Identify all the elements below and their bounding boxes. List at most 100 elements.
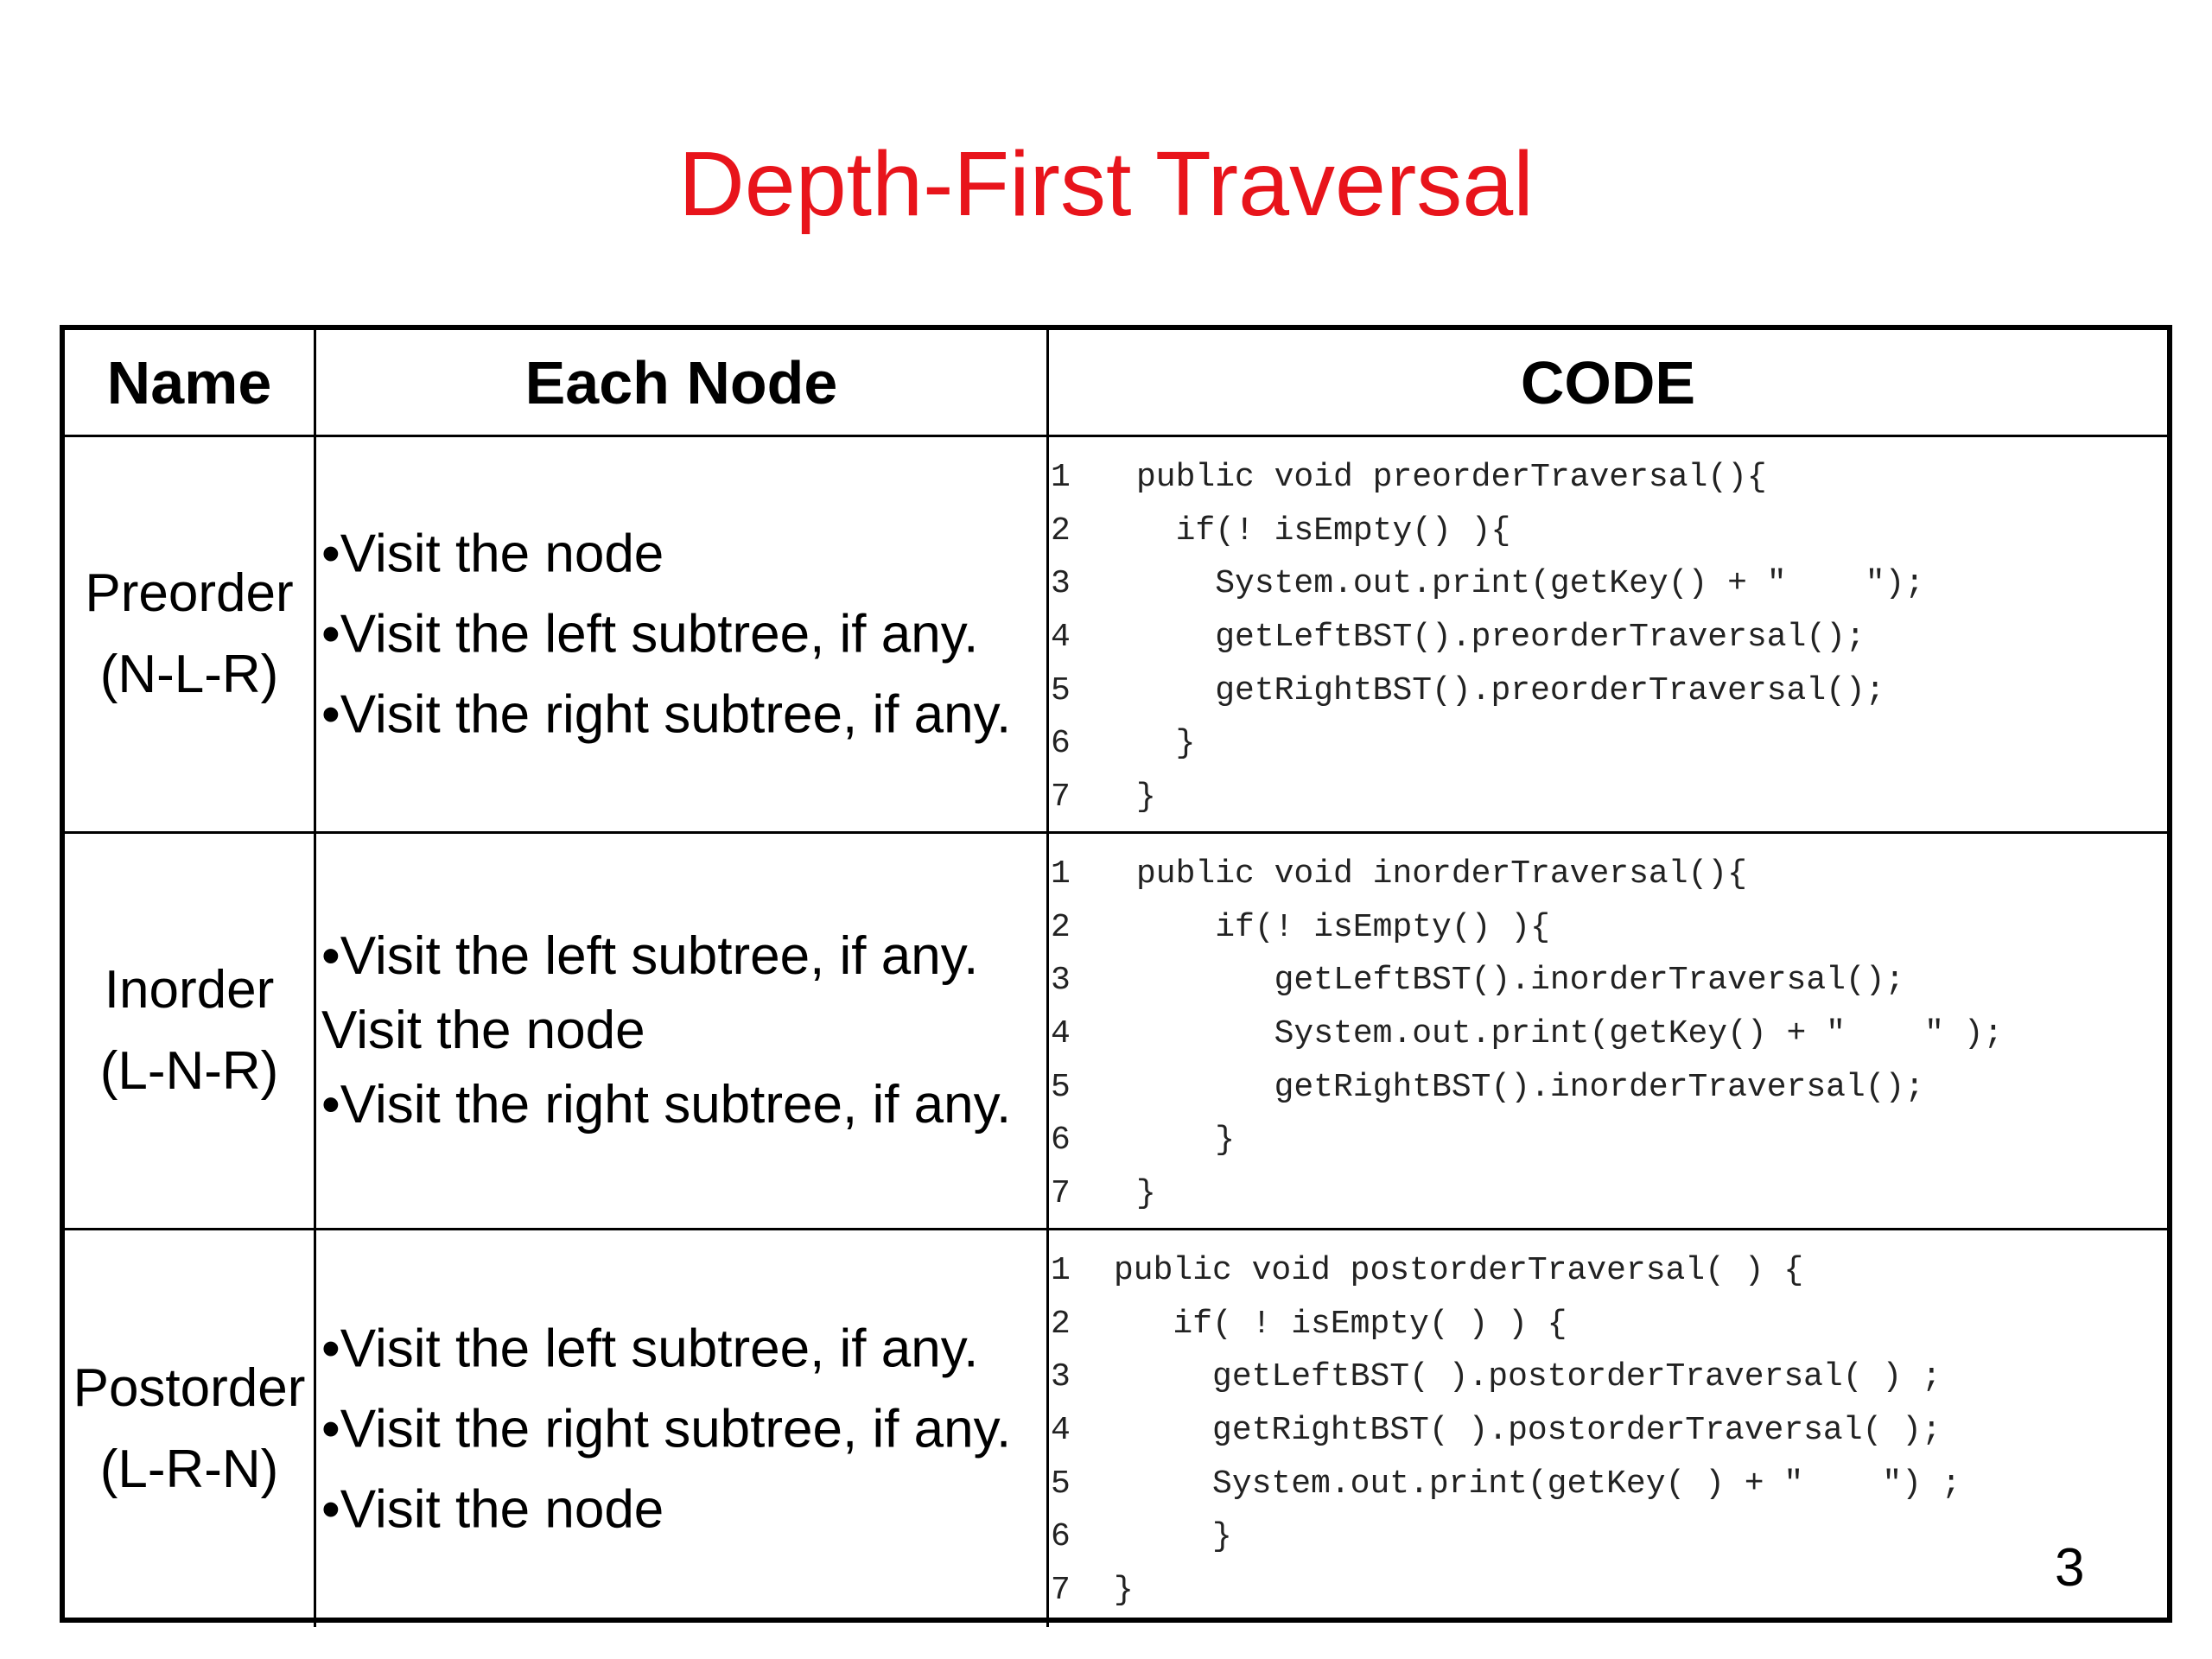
- code-line: 3 getLeftBST().inorderTraversal();: [1049, 954, 2167, 1007]
- traversal-name: Preorder: [85, 563, 294, 623]
- code-text: public void inorderTraversal(){: [1136, 855, 1747, 893]
- step-item: •Visit the right subtree, if any.: [321, 1399, 1012, 1459]
- code-text: System.out.print(getKey( ) + " ") ;: [1114, 1465, 1961, 1503]
- code-line: 6 }: [1049, 1510, 2167, 1564]
- code-text: getRightBST( ).postorderTraversal( );: [1114, 1412, 1942, 1450]
- code-text: if( ! isEmpty( ) ) {: [1114, 1305, 1567, 1343]
- code-text: getLeftBST().preorderTraversal();: [1136, 619, 1866, 657]
- line-number: 3: [1051, 565, 1071, 603]
- code-line: 2 if( ! isEmpty( ) ) {: [1049, 1298, 2167, 1351]
- step-item: •Visit the right subtree, if any.: [321, 1075, 1012, 1135]
- code-block: 1 public void preorderTraversal(){ 2 if(!…: [1049, 451, 2167, 824]
- name-cell: Postorder (L-R-N): [65, 1230, 316, 1627]
- code-line: 7}: [1049, 1564, 2167, 1618]
- traversal-name: Postorder: [73, 1357, 306, 1418]
- code-line: 3 getLeftBST( ).postorderTraversal( ) ;: [1049, 1351, 2167, 1404]
- table-row: Preorder (N-L-R) •Visit the node •Visit …: [65, 437, 2167, 834]
- code-text: }: [1114, 1572, 1134, 1610]
- step-item: •Visit the left subtree, if any.: [321, 604, 979, 664]
- code-text: getLeftBST( ).postorderTraversal( ) ;: [1114, 1358, 1942, 1396]
- traversal-table: Name Each Node CODE Preorder (N-L-R) •Vi…: [60, 325, 2172, 1627]
- code-line: 1 public void inorderTraversal(){: [1049, 848, 2167, 901]
- code-line: 2 if(! isEmpty() ){: [1049, 505, 2167, 558]
- line-number: 5: [1051, 1465, 1071, 1503]
- code-line: 4 System.out.print(getKey() + " " );: [1049, 1007, 2167, 1061]
- code-line: 2 if(! isEmpty() ){: [1049, 901, 2167, 955]
- line-number: 6: [1051, 1122, 1071, 1160]
- each-node-cell: •Visit the left subtree, if any. •Visit …: [316, 1230, 1049, 1627]
- step-item: •Visit the node: [321, 1479, 664, 1539]
- code-block: 1 public void inorderTraversal(){ 2 if(! …: [1049, 848, 2167, 1221]
- code-line: 4 getLeftBST().preorderTraversal();: [1049, 611, 2167, 664]
- code-line: 5 getRightBST().inorderTraversal();: [1049, 1061, 2167, 1115]
- code-text: public void postorderTraversal( ) {: [1114, 1252, 1804, 1289]
- table-row: Postorder (L-R-N) •Visit the left subtre…: [65, 1230, 2167, 1627]
- line-number: 4: [1051, 619, 1071, 657]
- code-text: }: [1136, 1175, 1156, 1213]
- code-line: 3 System.out.print(getKey() + " ");: [1049, 557, 2167, 611]
- line-number: 7: [1051, 779, 1071, 817]
- code-line: 7}: [1049, 1167, 2167, 1221]
- step-item: •Visit the node: [321, 524, 664, 584]
- step-item: •Visit the right subtree, if any.: [321, 684, 1012, 745]
- line-number: 4: [1051, 1015, 1071, 1053]
- line-number: 6: [1051, 1518, 1071, 1556]
- code-text: }: [1136, 779, 1156, 817]
- code-line: 6 }: [1049, 1114, 2167, 1167]
- line-number: 4: [1051, 1412, 1071, 1450]
- traversal-order: (L-N-R): [99, 1041, 279, 1101]
- code-text: if(! isEmpty() ){: [1136, 908, 1550, 946]
- line-number: 2: [1051, 1305, 1071, 1343]
- line-number: 5: [1051, 1068, 1071, 1106]
- code-line: 1 public void preorderTraversal(){: [1049, 451, 2167, 505]
- code-text: }: [1136, 1122, 1236, 1160]
- line-number: 1: [1051, 459, 1071, 496]
- code-block: 1 public void postorderTraversal( ) { 2 i…: [1049, 1244, 2167, 1618]
- step-item: •Visit the left subtree, if any.: [321, 1319, 979, 1378]
- code-cell: 1 public void inorderTraversal(){ 2 if(! …: [1049, 834, 2167, 1228]
- traversal-order: (L-R-N): [99, 1439, 279, 1499]
- code-text: }: [1114, 1518, 1232, 1556]
- code-text: System.out.print(getKey() + " " );: [1136, 1015, 2004, 1053]
- header-code: CODE: [1520, 348, 1696, 416]
- each-node-cell: •Visit the node •Visit the left subtree,…: [316, 437, 1049, 831]
- line-number: 6: [1051, 725, 1071, 763]
- traversal-order: (N-L-R): [99, 645, 279, 704]
- line-number: 7: [1051, 1572, 1071, 1610]
- code-line: 6 }: [1049, 717, 2167, 771]
- header-each-node: Each Node: [316, 330, 1049, 435]
- header-name: Name: [65, 330, 316, 435]
- table-header-row: Name Each Node CODE: [65, 330, 2167, 437]
- code-text: }: [1136, 725, 1196, 763]
- name-cell: Preorder (N-L-R): [65, 437, 316, 831]
- code-cell: 1 public void postorderTraversal( ) { 2 i…: [1049, 1230, 2167, 1627]
- code-line: 1 public void postorderTraversal( ) {: [1049, 1244, 2167, 1298]
- code-text: if(! isEmpty() ){: [1136, 512, 1511, 550]
- line-number: 5: [1051, 671, 1071, 709]
- code-line: 4 getRightBST( ).postorderTraversal( );: [1049, 1404, 2167, 1458]
- line-number: 7: [1051, 1175, 1071, 1213]
- code-cell: 1 public void preorderTraversal(){ 2 if(!…: [1049, 437, 2167, 831]
- code-text: getRightBST().preorderTraversal();: [1136, 671, 1885, 709]
- step-item: Visit the node: [321, 1001, 645, 1060]
- slide-title: Depth-First Traversal: [678, 133, 1534, 235]
- line-number: 3: [1051, 1358, 1071, 1396]
- code-line: 7}: [1049, 771, 2167, 824]
- line-number: 1: [1051, 855, 1071, 893]
- name-cell: Inorder (L-N-R): [65, 834, 316, 1228]
- each-node-cell: •Visit the left subtree, if any. Visit t…: [316, 834, 1049, 1228]
- code-line: 5 System.out.print(getKey( ) + " ") ;: [1049, 1458, 2167, 1511]
- page-number: 3: [2055, 1538, 2085, 1598]
- line-number: 3: [1051, 962, 1071, 1000]
- code-text: getLeftBST().inorderTraversal();: [1136, 962, 1905, 1000]
- line-number: 1: [1051, 1252, 1071, 1289]
- code-text: getRightBST().inorderTraversal();: [1136, 1068, 1925, 1106]
- step-item: •Visit the left subtree, if any.: [321, 926, 979, 986]
- line-number: 2: [1051, 512, 1071, 550]
- table-row: Inorder (L-N-R) •Visit the left subtree,…: [65, 834, 2167, 1230]
- code-text: public void preorderTraversal(){: [1136, 459, 1767, 496]
- line-number: 2: [1051, 908, 1071, 946]
- traversal-name: Inorder: [104, 960, 275, 1020]
- code-text: System.out.print(getKey() + " ");: [1136, 565, 1925, 603]
- code-line: 5 getRightBST().preorderTraversal();: [1049, 664, 2167, 718]
